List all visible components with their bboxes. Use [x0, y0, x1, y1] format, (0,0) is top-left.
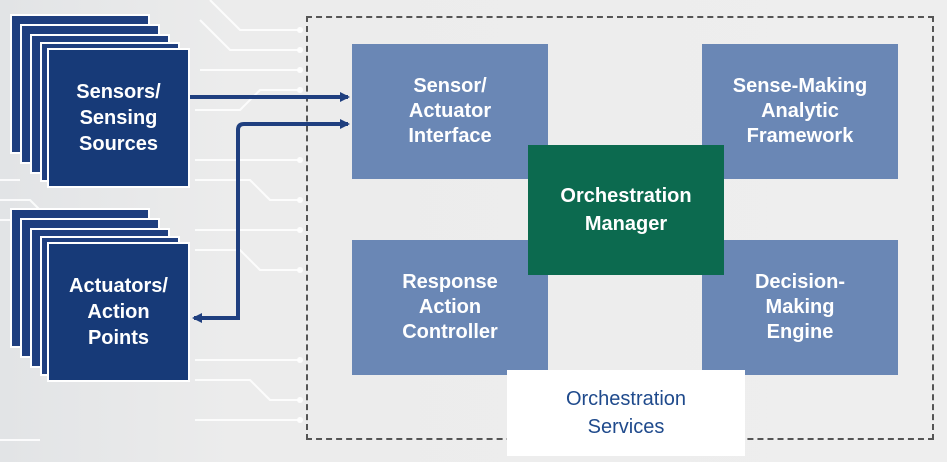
orchestration-manager-label: Orchestration Manager [560, 185, 692, 235]
actuators-action-points-box: Actuators/ Action Points [47, 242, 190, 382]
orchestration-services-label-box: Orchestration Services [507, 370, 745, 456]
actuators-action-points-label: Actuators/ Action Points [69, 275, 168, 349]
sense-making-analytic-framework-label: Sense-Making Analytic Framework [732, 75, 868, 147]
sense-making-analytic-framework-box: Sense-Making Analytic Framework [702, 44, 898, 179]
decision-making-engine-box: Decision- Making Engine [702, 240, 898, 375]
sensor-actuator-interface-label: Sensor/ Actuator Interface [408, 75, 492, 147]
orchestration-services-label: Orchestration Services [565, 388, 687, 438]
sensors-sensing-sources-box: Sensors/ Sensing Sources [47, 48, 190, 188]
arrow-right-icon [236, 119, 350, 316]
orchestration-manager-box: Orchestration Manager [528, 145, 724, 275]
response-action-controller-box: Response Action Controller [352, 240, 548, 375]
decision-making-engine-label: Decision- Making Engine [754, 271, 846, 343]
response-action-controller-label: Response Action Controller [402, 271, 498, 343]
sensors-sensing-sources-label: Sensors/ Sensing Sources [76, 81, 161, 155]
sensor-actuator-interface-box: Sensor/ Actuator Interface [352, 44, 548, 179]
